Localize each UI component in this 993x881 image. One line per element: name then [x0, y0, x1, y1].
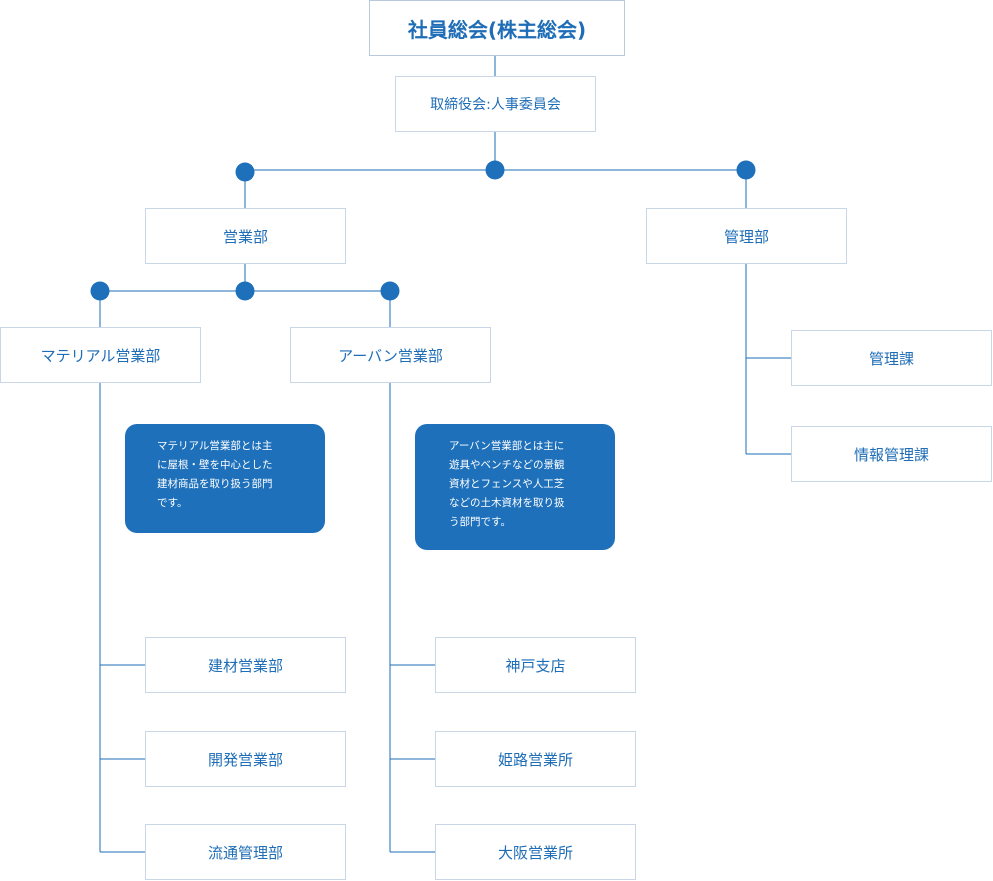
node-osaka-office: 大阪営業所 — [435, 824, 636, 880]
node-development-sales: 開発営業部 — [145, 731, 346, 787]
material-description-line: マテリアル営業部とは主 — [157, 440, 273, 452]
urban-description-line: アーバン営業部とは主に — [449, 440, 565, 452]
node-info-management-section: 情報管理課 — [791, 426, 992, 482]
urban-description-line: 遊具やベンチなどの景観 — [449, 459, 565, 471]
junction-dot-center — [485, 160, 505, 180]
node-management-section: 管理課 — [791, 330, 992, 386]
junction-dot-urban — [380, 281, 400, 301]
node-building-materials-sales: 建材営業部 — [145, 637, 346, 693]
node-material-sales: マテリアル営業部 — [0, 327, 201, 383]
urban-description-line: 資材とフェンスや人工芝 — [449, 478, 565, 490]
junction-dot-material — [90, 281, 110, 301]
material-description-line: 建材商品を取り扱う部門 — [157, 478, 273, 490]
material-description-line: に屋根・壁を中心とした — [157, 459, 273, 471]
node-sales-dept: 営業部 — [145, 208, 346, 264]
urban-description-line: などの土木資材を取り扱 — [449, 497, 565, 509]
material-description-card: マテリアル営業部とは主 に屋根・壁を中心とした 建材商品を取り扱う部門 です。 — [125, 424, 325, 533]
urban-description-card: アーバン営業部とは主に 遊具やベンチなどの景観 資材とフェンスや人工芝 などの土… — [415, 424, 615, 550]
node-board: 取締役会:人事委員会 — [395, 76, 596, 132]
node-general-meeting: 社員総会(株主総会) — [369, 0, 625, 56]
node-himeji-office: 姫路営業所 — [435, 731, 636, 787]
material-description-line: です。 — [157, 497, 188, 509]
urban-description-line: う部門です。 — [449, 516, 511, 528]
node-management-dept: 管理部 — [646, 208, 847, 264]
junction-dot-sales-split — [235, 281, 255, 301]
node-urban-sales: アーバン営業部 — [290, 327, 491, 383]
node-kobe-branch: 神戸支店 — [435, 637, 636, 693]
junction-dot-management — [736, 160, 756, 180]
junction-dot-sales — [235, 162, 255, 182]
node-distribution-management: 流通管理部 — [145, 824, 346, 880]
